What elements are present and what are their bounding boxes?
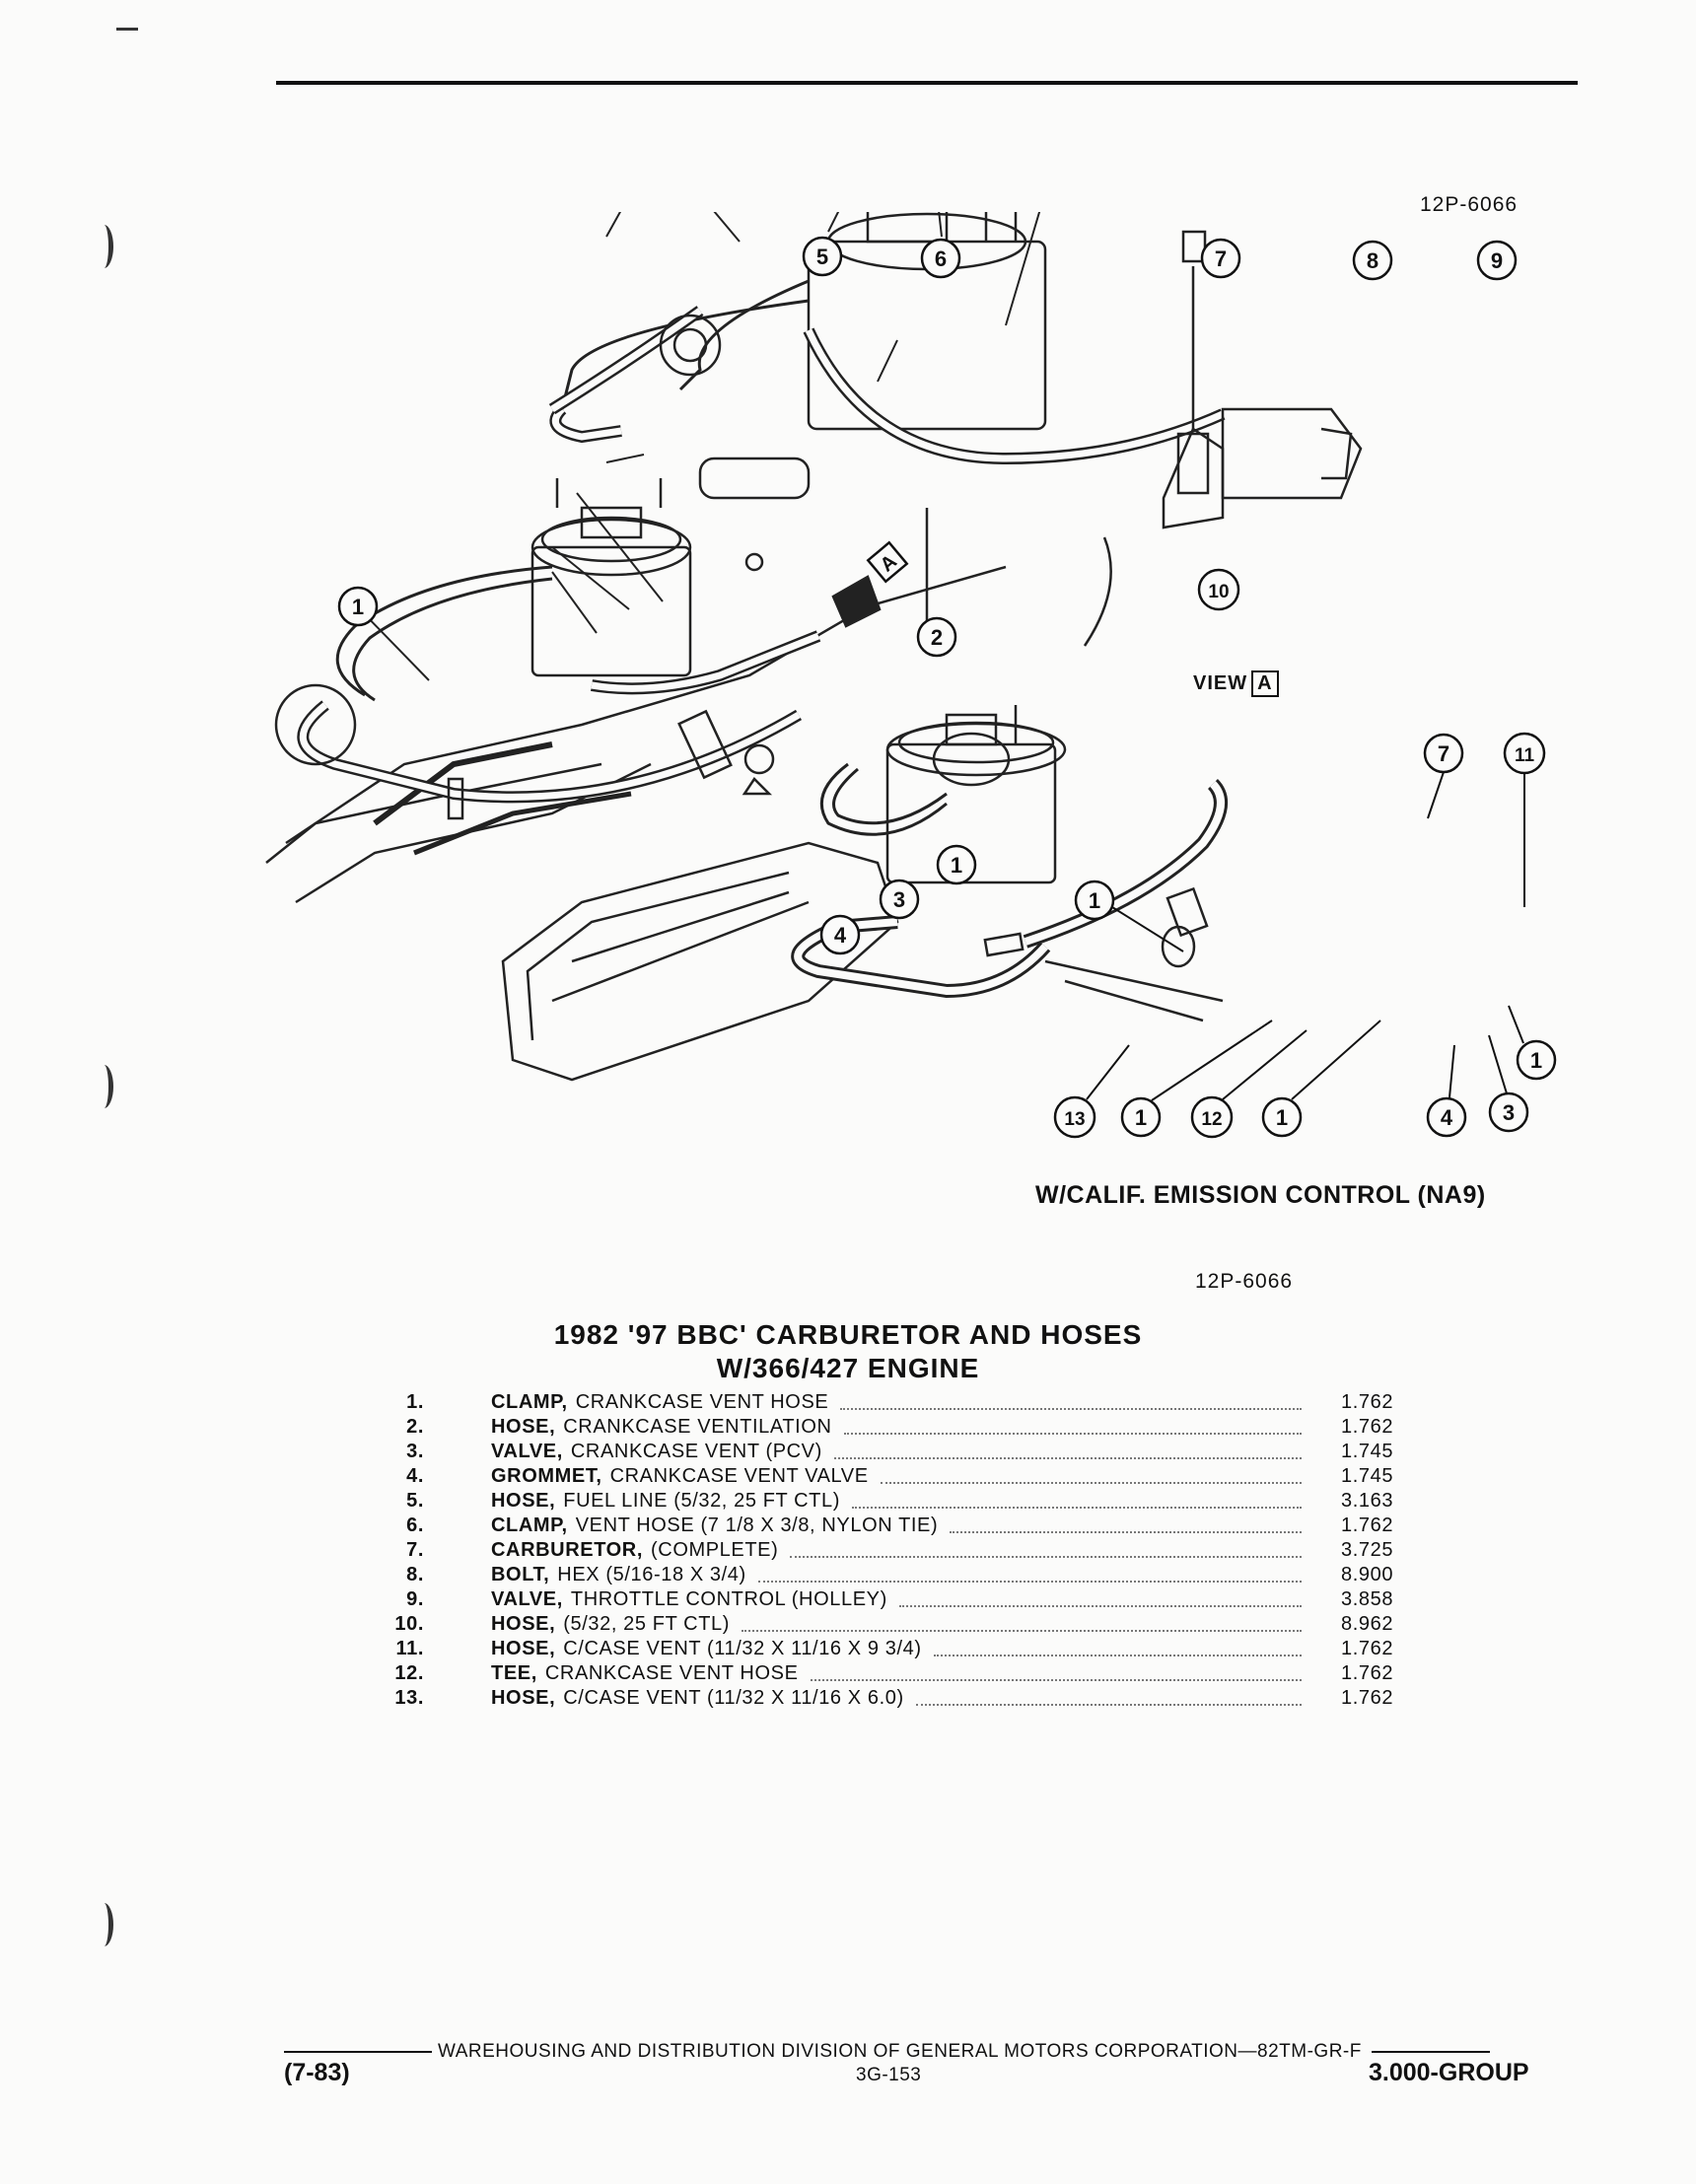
- calif-leader-lines: [1086, 771, 1525, 1101]
- binder-hole-2: [95, 1065, 113, 1108]
- parts-row: 13.HOSE,C/CASE VENT (11/32 X 11/16 X 6.0…: [394, 1687, 1394, 1709]
- svg-text:5: 5: [816, 245, 828, 269]
- svg-text:3: 3: [1503, 1100, 1515, 1125]
- svg-text:12: 12: [1201, 1109, 1222, 1130]
- svg-text:3: 3: [893, 887, 905, 912]
- svg-text:1: 1: [1089, 888, 1100, 913]
- svg-text:1: 1: [352, 595, 364, 619]
- direction-arrow: [831, 575, 882, 628]
- callout-10: 10: [1197, 568, 1240, 611]
- diagram-ref-bottom: 12P-6066: [1195, 1270, 1294, 1293]
- header-rule: [276, 81, 1578, 85]
- callout-7-calif: 7: [1423, 733, 1464, 774]
- callout-1b: 1: [936, 844, 977, 885]
- parts-row: 5.HOSE,FUEL LINE (5/32, 25 FT CTL)3.163: [406, 1490, 1394, 1512]
- callout-9: 9: [1476, 240, 1518, 281]
- parts-row: 11.HOSE,C/CASE VENT (11/32 X 11/16 X 9 3…: [395, 1638, 1394, 1659]
- callout-13: 13: [1053, 1095, 1096, 1139]
- arrow-a-badge: A: [866, 540, 909, 584]
- svg-text:1: 1: [1135, 1105, 1147, 1130]
- footer-page-number: 3G-153: [856, 2065, 922, 2085]
- binder-hole-3: [95, 1903, 113, 1946]
- svg-text:1: 1: [1530, 1048, 1542, 1073]
- callout-layer: 1 2 3 4 1 5 6 7: [337, 236, 1557, 1139]
- parts-row: 6.CLAMP,VENT HOSE (7 1/8 X 3/8, NYLON TI…: [406, 1515, 1394, 1536]
- callout-1-calif-c: 1: [1120, 1096, 1162, 1138]
- parts-row: 8.BOLT,HEX (5/16-18 X 3/4)8.900: [406, 1564, 1394, 1585]
- callout-4-calif: 4: [1426, 1096, 1467, 1138]
- callout-1: 1: [337, 586, 379, 627]
- callout-5: 5: [802, 236, 843, 277]
- svg-text:7: 7: [1215, 247, 1227, 271]
- footer-line: WAREHOUSING AND DISTRIBUTION DIVISION OF…: [284, 2041, 1546, 2063]
- callout-1-calif-b: 1: [1516, 1039, 1557, 1081]
- parts-title-line2: W/366/427 ENGINE: [716, 1353, 980, 1383]
- emission-caption: W/CALIF. EMISSION CONTROL (NA9): [1035, 1181, 1486, 1209]
- parts-title-line1: 1982 '97 BBC' CARBURETOR AND HOSES: [553, 1319, 1143, 1350]
- callout-7: 7: [1200, 238, 1241, 279]
- callout-12: 12: [1190, 1095, 1234, 1139]
- callout-1-calif-d: 1: [1261, 1096, 1303, 1138]
- svg-text:4: 4: [834, 923, 847, 948]
- view-a-drawing: [548, 212, 1363, 647]
- callout-1-calif-a: 1: [1074, 880, 1115, 921]
- svg-text:11: 11: [1515, 745, 1535, 766]
- callout-3-calif: 3: [1488, 1092, 1529, 1133]
- svg-text:6: 6: [935, 247, 947, 271]
- parts-row: 7.CARBURETOR,(COMPLETE)3.725: [406, 1539, 1394, 1561]
- svg-text:8: 8: [1367, 248, 1378, 273]
- footer-date: (7-83): [284, 2059, 350, 2086]
- scan-mark: [116, 28, 138, 31]
- svg-text:7: 7: [1438, 741, 1449, 766]
- footer-group: 3.000-GROUP: [1369, 2059, 1529, 2086]
- parts-row: 10.HOSE,(5/32, 25 FT CTL)8.962: [394, 1613, 1394, 1635]
- svg-text:13: 13: [1064, 1109, 1085, 1130]
- diagram-ref-top: 12P-6066: [1420, 193, 1519, 216]
- callout-6: 6: [920, 238, 961, 279]
- callout-11: 11: [1503, 732, 1546, 775]
- main-engine-drawing: [265, 478, 1011, 1082]
- view-a-box: A: [1251, 670, 1279, 697]
- callout-8: 8: [1352, 240, 1393, 281]
- binder-hole-1: [95, 225, 113, 268]
- svg-text:10: 10: [1208, 582, 1229, 602]
- callout-2: 2: [916, 616, 957, 658]
- svg-text:1: 1: [951, 853, 962, 878]
- svg-text:9: 9: [1491, 248, 1503, 273]
- svg-text:2: 2: [931, 625, 943, 650]
- parts-row: 9.VALVE,THROTTLE CONTROL (HOLLEY)3.858: [406, 1588, 1394, 1610]
- svg-text:1: 1: [1276, 1105, 1288, 1130]
- callout-4: 4: [819, 914, 861, 955]
- callout-3: 3: [879, 879, 920, 920]
- parts-row: 3.VALVE,CRANKCASE VENT (PCV)1.745: [406, 1441, 1394, 1462]
- svg-text:4: 4: [1441, 1105, 1453, 1130]
